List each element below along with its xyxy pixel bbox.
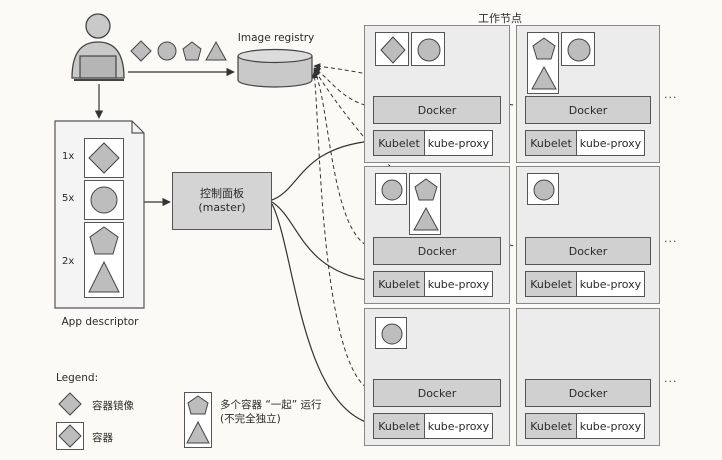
docker-box: Docker [373, 96, 501, 124]
container-box [527, 173, 559, 205]
worker-node-6: Docker Kubelet kube-proxy [516, 308, 660, 446]
pod-box [409, 173, 441, 235]
worker-node-4: Docker Kubelet kube-proxy [516, 166, 660, 304]
count-1x: 1x [62, 151, 75, 162]
docker-box: Docker [525, 237, 651, 265]
worker-node-5: Docker Kubelet kube-proxy [364, 308, 510, 446]
master-to-kubelet-2 [271, 201, 373, 285]
container-box [561, 32, 595, 66]
control-plane-subtitle: (master) [198, 201, 246, 214]
control-plane-box: 控制面板 (master) [172, 172, 272, 230]
image-shapes-group [130, 40, 227, 62]
diamond-image-icon [130, 40, 152, 62]
diamond-icon [380, 36, 406, 64]
kubelet-box: Kubelet [525, 271, 577, 297]
pentagon-icon [532, 37, 556, 60]
pentagon-image-icon [182, 41, 202, 61]
kubelet-box: Kubelet [525, 413, 577, 439]
triangle-icon [88, 260, 120, 293]
legend-pod-label: 多个容器 “一起” 运行 (不完全独立) [220, 398, 322, 426]
descriptor-circle-entry [84, 180, 124, 220]
pull-line-5 [311, 71, 373, 392]
pull-line-3 [313, 69, 373, 249]
descriptor-pod-entry [84, 222, 124, 298]
legend-pod-line1: 多个容器 “一起” 运行 [220, 399, 322, 411]
worker-node-2: Docker Kubelet kube-proxy [516, 25, 660, 163]
worker-node-1: Docker Kubelet kube-proxy [364, 25, 510, 163]
app-descriptor-label: App descriptor [61, 316, 139, 328]
kube-proxy-box: kube-proxy [425, 271, 493, 297]
container-box [375, 173, 407, 205]
legend-pod-icon [184, 392, 212, 448]
circle-icon [381, 323, 403, 345]
kube-proxy-box: kube-proxy [577, 271, 645, 297]
count-2x: 2x [62, 256, 75, 267]
pentagon-icon [414, 178, 438, 201]
registry-cylinder-icon [237, 48, 313, 88]
legend-image-diamond-icon [58, 392, 82, 416]
more-nodes-indicator: ... [664, 232, 678, 245]
master-to-kubelet-3 [271, 203, 373, 427]
circle-icon [533, 179, 555, 201]
circle-icon [417, 38, 441, 62]
kubelet-box: Kubelet [373, 413, 425, 439]
container-box [375, 317, 407, 349]
legend-pod-line2: (不完全独立) [220, 413, 281, 426]
kube-proxy-box: kube-proxy [425, 130, 493, 156]
circle-icon [567, 38, 591, 62]
kube-proxy-box: kube-proxy [577, 130, 645, 156]
legend-container-icon [56, 422, 84, 450]
circle-icon [90, 186, 118, 214]
worker-nodes-title: 工作节点 [478, 12, 522, 25]
triangle-image-icon [205, 40, 227, 61]
developer-person-icon [71, 13, 125, 81]
legend-title: Legend: [56, 372, 99, 384]
kubelet-box: Kubelet [373, 271, 425, 297]
kube-proxy-box: kube-proxy [425, 413, 493, 439]
triangle-icon [531, 65, 557, 90]
legend-container-label: 容器 [92, 432, 113, 444]
kube-proxy-box: kube-proxy [577, 413, 645, 439]
docker-box: Docker [373, 237, 501, 265]
circle-icon [381, 179, 403, 201]
container-box [375, 32, 409, 66]
container-box [411, 32, 445, 66]
kubelet-box: Kubelet [373, 130, 425, 156]
master-to-kubelet-1 [271, 137, 373, 201]
more-nodes-indicator: ... [664, 372, 678, 385]
docker-box: Docker [373, 379, 501, 407]
pod-box [527, 32, 559, 94]
count-5x: 5x [62, 193, 75, 204]
kubelet-box: Kubelet [525, 130, 577, 156]
registry-label: Image registry [237, 32, 315, 44]
triangle-icon [413, 206, 439, 231]
docker-box: Docker [525, 379, 651, 407]
circle-image-icon [157, 41, 177, 61]
docker-box: Docker [525, 96, 651, 124]
worker-node-3: Docker Kubelet kube-proxy [364, 166, 510, 304]
descriptor-diamond-entry [84, 138, 124, 178]
legend-image-label: 容器镜像 [92, 400, 134, 412]
pentagon-icon [89, 226, 119, 255]
diamond-icon [88, 142, 120, 174]
more-nodes-indicator: ... [664, 88, 678, 101]
control-plane-title: 控制面板 [200, 186, 244, 200]
